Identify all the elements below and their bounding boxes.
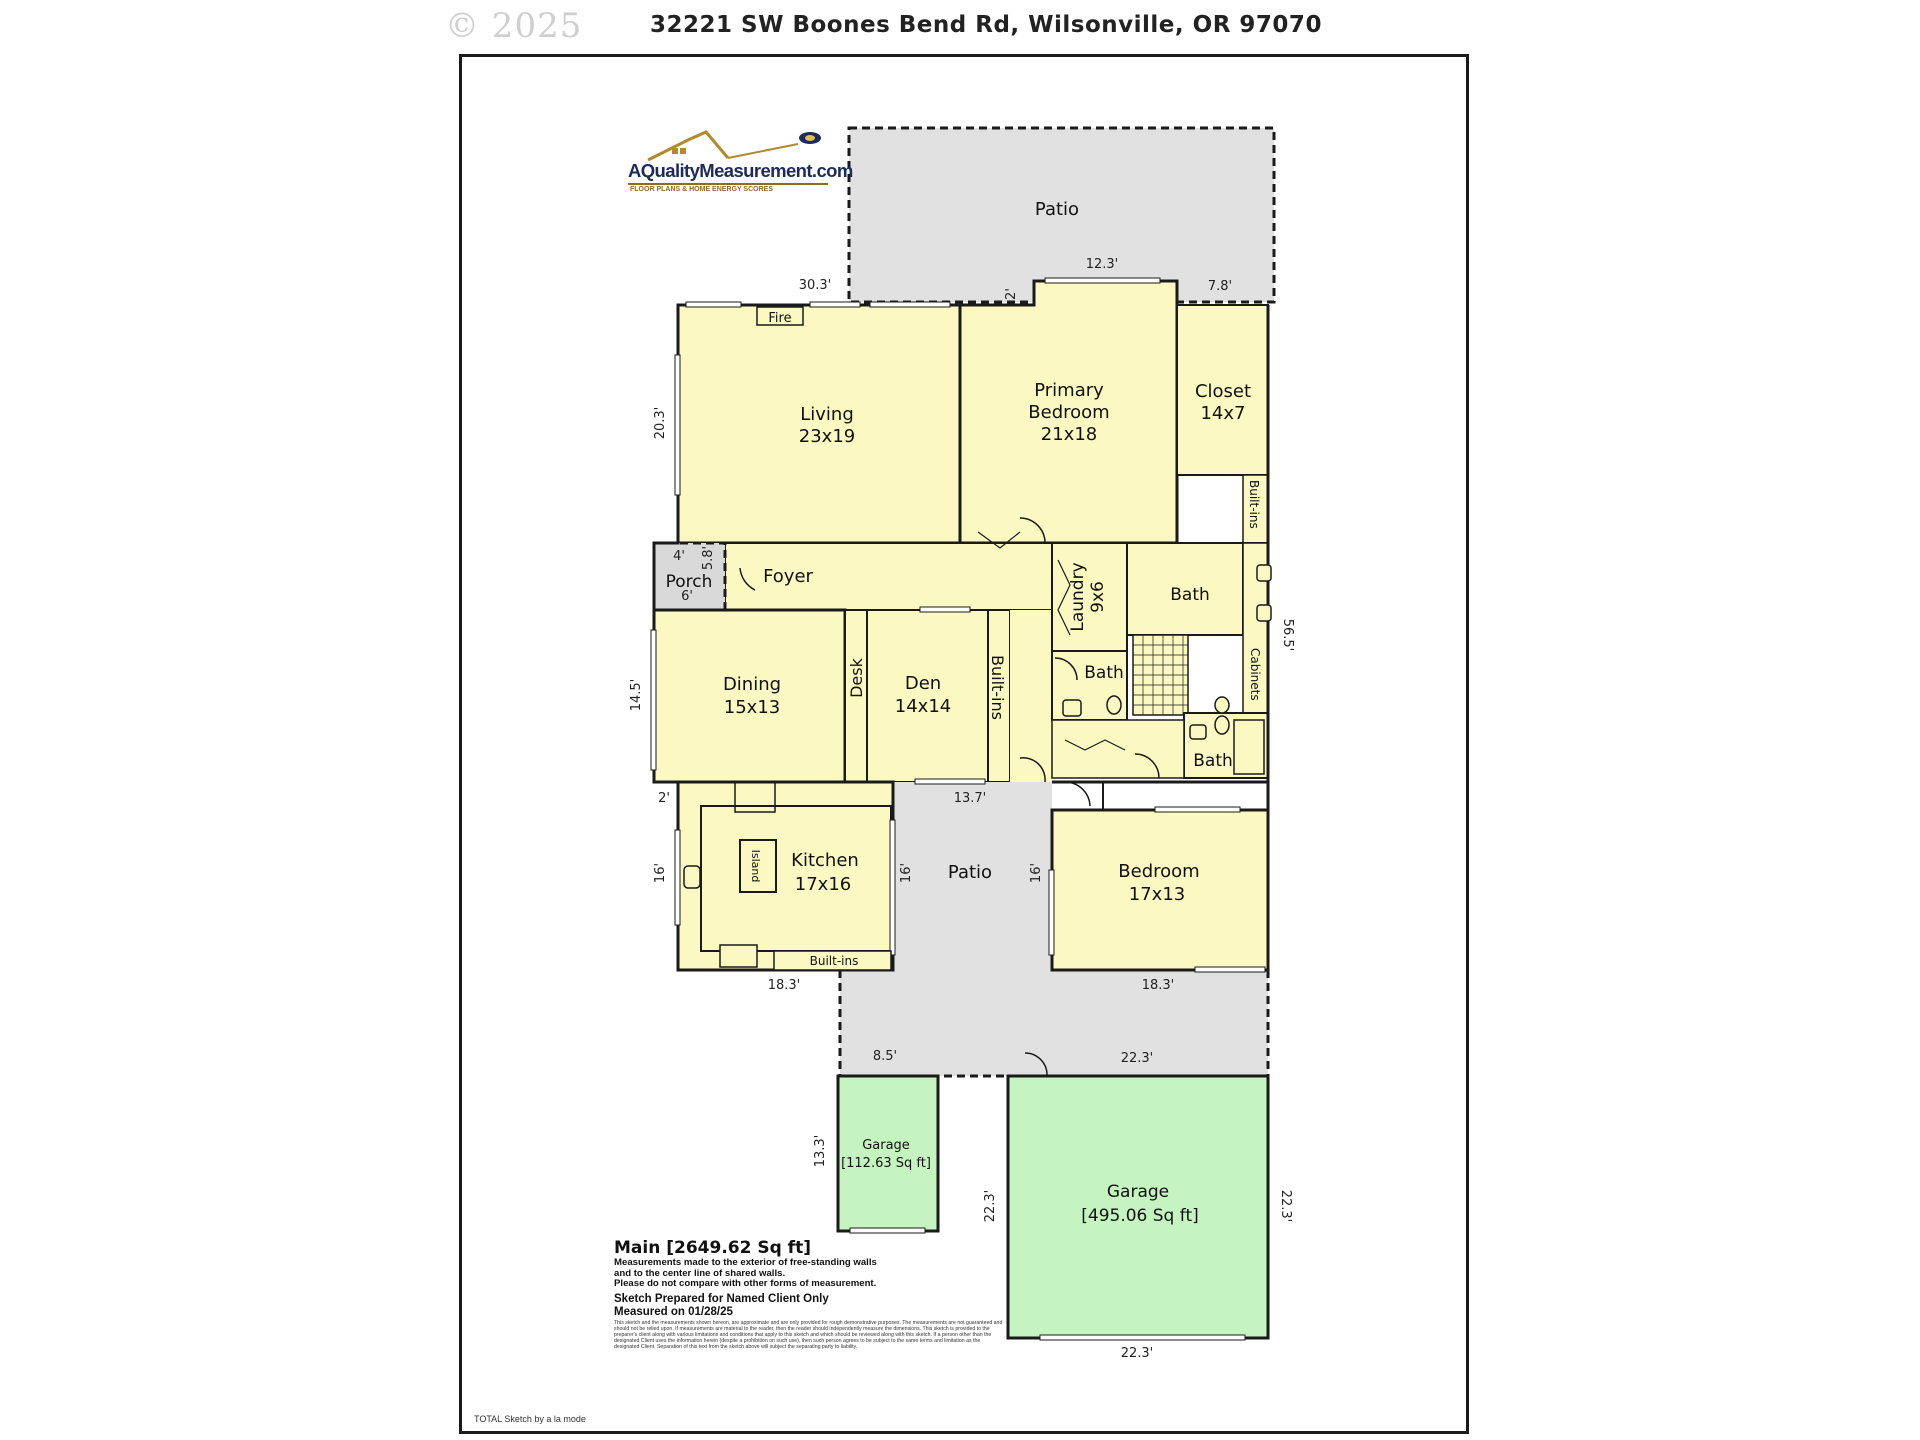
hall-lower xyxy=(1051,719,1185,779)
bath-main-label: Bath xyxy=(1170,585,1210,605)
island-label: Island xyxy=(749,850,762,883)
garage-large-label: Garage xyxy=(1107,1182,1169,1202)
dining-label: Dining xyxy=(723,674,781,695)
house-logo-icon xyxy=(647,130,821,162)
bedroom-size: 17x13 xyxy=(1129,884,1185,905)
dim-18-3-a: 18.3' xyxy=(768,978,801,993)
property-address: 32221 SW Boones Bend Rd, Wilsonville, OR… xyxy=(650,12,1322,38)
desk-label: Desk xyxy=(847,657,866,698)
laundry-label: Laundry xyxy=(1068,562,1088,631)
kitchen-range xyxy=(719,944,758,968)
dim-16-b: 16' xyxy=(899,863,914,883)
main-area-label: Main [2649.62 Sq ft] xyxy=(614,1238,811,1258)
dim-2-top: 2' xyxy=(1004,288,1019,300)
garage-small-area xyxy=(836,1074,940,1233)
dining-room xyxy=(652,608,847,784)
logo-text: AQualityMeasurement.com xyxy=(628,160,853,181)
note-line-1: Measurements made to the exterior of fre… xyxy=(614,1257,877,1268)
closet-size: 14x7 xyxy=(1200,403,1245,424)
patio-mid-area xyxy=(840,782,1268,1076)
primary-bedroom-label-2: Bedroom xyxy=(1028,402,1109,423)
den-size: 14x14 xyxy=(895,696,951,717)
measurement-notes: Main [2649.62 Sq ft] Measurements made t… xyxy=(614,1238,1002,1351)
porch-area xyxy=(652,541,727,612)
dim-22-3-a: 22.3' xyxy=(1121,1051,1154,1066)
company-logo: AQualityMeasurement.com FLOOR PLANS & HO… xyxy=(628,128,853,208)
bath-main-room xyxy=(1126,542,1244,636)
dim-7-8: 7.8' xyxy=(1208,279,1232,294)
dim-30-3: 30.3' xyxy=(799,278,832,293)
dim-14-5: 14.5' xyxy=(629,679,644,712)
prepared-note: Sketch Prepared for Named Client Only xyxy=(614,1292,829,1305)
kitchen-size: 17x16 xyxy=(795,874,851,895)
laundry-size: 9x6 xyxy=(1088,581,1108,613)
cabinets-label: Cabinets xyxy=(1248,648,1262,701)
foyer-label: Foyer xyxy=(763,566,813,587)
garage-small-label: Garage xyxy=(862,1138,910,1153)
dim-56-5: 56.5' xyxy=(1280,619,1295,652)
builtins-right-label: Built-ins xyxy=(1247,480,1261,529)
footer-credit: TOTAL Sketch by a la mode xyxy=(474,1414,586,1424)
bath-half-label: Bath xyxy=(1084,663,1124,683)
kitchen-room xyxy=(676,780,895,972)
living-label: Living xyxy=(800,404,854,425)
patio-top-label: Patio xyxy=(1035,199,1079,220)
dim-18-3-b: 18.3' xyxy=(1142,978,1175,993)
note-line-3: Please do not compare with other forms o… xyxy=(614,1278,877,1289)
builtins-den-label: Built-ins xyxy=(988,655,1007,720)
kitchen-island xyxy=(739,839,777,893)
dim-2-mid: 2' xyxy=(658,791,670,806)
garage-large-area-label: [495.06 Sq ft] xyxy=(1081,1206,1199,1226)
garage-small-area-label: [112.63 Sq ft] xyxy=(841,1156,931,1171)
closet-label: Closet xyxy=(1195,381,1251,402)
disclaimer-text: This sketch and the measurements shown h… xyxy=(614,1319,1003,1351)
closet-room xyxy=(1176,304,1269,476)
bedroom-room xyxy=(1050,808,1270,972)
patio-mid-label: Patio xyxy=(948,862,992,883)
dim-16-c: 16' xyxy=(1029,863,1044,883)
dim-4: 4' xyxy=(673,549,685,564)
tub xyxy=(1233,719,1265,775)
living-size: 23x19 xyxy=(799,426,855,447)
dim-22-3-b: 22.3' xyxy=(983,1190,998,1223)
dim-16-a: 16' xyxy=(653,863,668,883)
logo-tagline: FLOOR PLANS & HOME ENERGY SCORES xyxy=(630,186,773,193)
kitchen-sink xyxy=(683,865,701,889)
dim-13-3: 13.3' xyxy=(813,1135,828,1168)
patio-top-area xyxy=(847,126,1276,304)
garage-large-area xyxy=(1006,1074,1270,1340)
note-line-2: and to the center line of shared walls. xyxy=(614,1267,786,1279)
dim-22-3-c: 22.3' xyxy=(1278,1190,1293,1223)
bath-small-label: Bath xyxy=(1193,751,1233,771)
den-label: Den xyxy=(905,673,941,694)
measured-date: Measured on 01/28/25 xyxy=(614,1305,733,1318)
builtins-kitchen-label: Built-ins xyxy=(810,954,859,968)
kitchen-label: Kitchen xyxy=(791,850,859,871)
bedroom-label: Bedroom xyxy=(1118,861,1199,882)
porch-label: Porch xyxy=(666,572,713,592)
dining-size: 15x13 xyxy=(724,697,780,718)
dim-20-3: 20.3' xyxy=(653,407,668,440)
kitchen-builtins xyxy=(773,950,892,971)
dim-13-7: 13.7' xyxy=(954,791,987,806)
dim-22-3-d: 22.3' xyxy=(1121,1346,1154,1361)
dim-8-5: 8.5' xyxy=(873,1049,897,1064)
dim-12-3: 12.3' xyxy=(1086,257,1119,272)
primary-bedroom-size: 21x18 xyxy=(1041,424,1097,445)
fire-label: Fire xyxy=(768,311,791,326)
copyright-watermark: © 2025 xyxy=(445,6,583,46)
dim-6: 6' xyxy=(681,589,693,604)
primary-bedroom-label-1: Primary xyxy=(1034,380,1104,401)
hall-mid xyxy=(1010,610,1052,782)
fireplace xyxy=(756,306,804,326)
dim-5-8: 5.8' xyxy=(701,546,716,570)
